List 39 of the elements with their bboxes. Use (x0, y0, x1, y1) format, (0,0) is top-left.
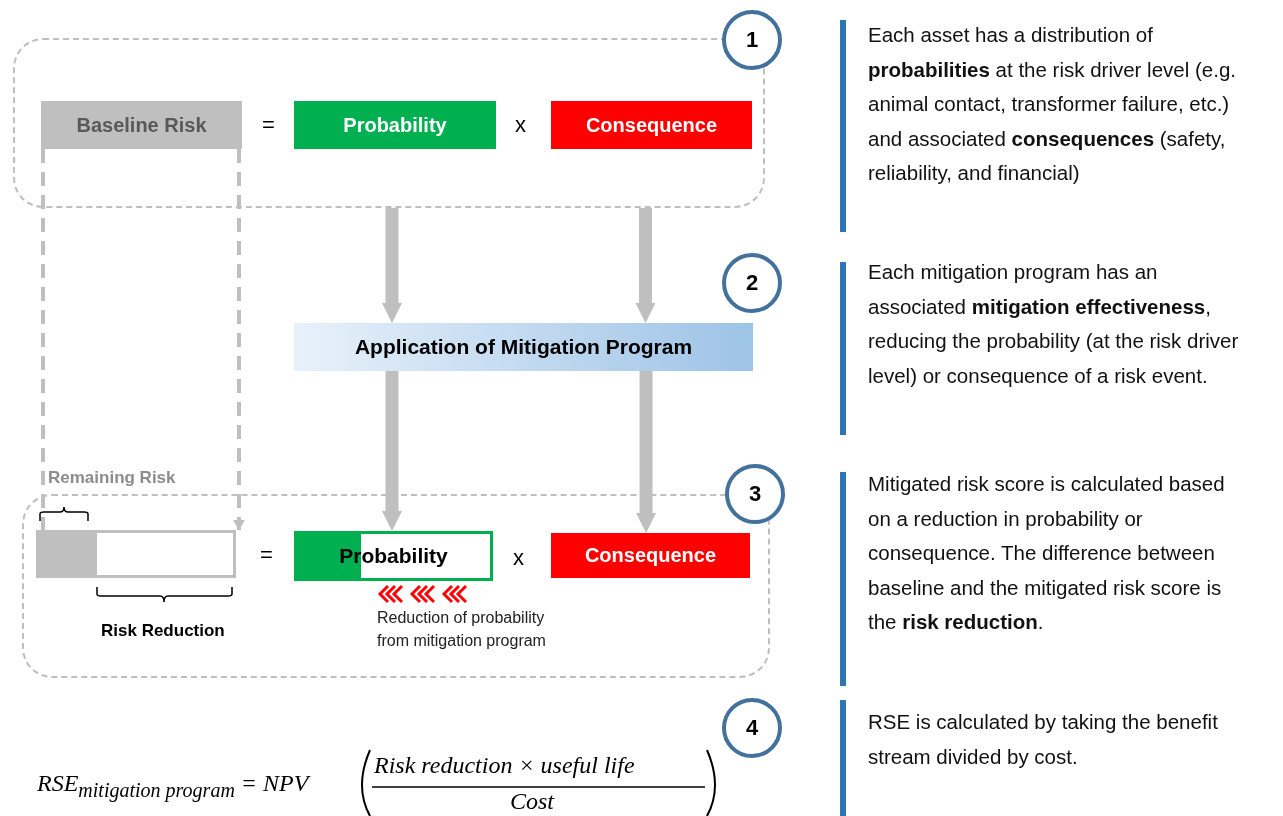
numerator-text: Risk reduction × useful life (374, 752, 635, 779)
annotation-text: Reduction of probability from mitigation program (377, 608, 547, 651)
remaining-risk-label: Remaining Risk (48, 468, 176, 488)
description-text: Each mitigation program has an associated mitigation effectiveness, reducing the probability (at the risk driver level) or consequence of a risk event. (868, 259, 1240, 389)
arrow (382, 371, 402, 531)
operator-sign: = (262, 112, 275, 138)
arrow (635, 208, 656, 323)
step-number: 1 (745, 27, 759, 53)
step-number-circle (725, 464, 785, 524)
box-label: Application of Mitigation Program (354, 335, 693, 359)
risk-reduction-label: Risk Reduction (101, 621, 225, 641)
arrow (636, 371, 657, 533)
consequence-box (551, 101, 752, 149)
box-label: Consequence (584, 544, 717, 567)
denominator-text: Cost (510, 788, 554, 815)
step-number-circle (722, 253, 782, 313)
formula-text: RSE$_{mitigation program}$ = NPV (37, 770, 309, 802)
remaining-risk-bar (36, 530, 236, 578)
step-number: 2 (745, 270, 759, 296)
step-number-circle (722, 698, 782, 758)
step-number: 4 (745, 715, 759, 741)
box-label: Consequence (585, 113, 718, 137)
operator-sign: x (513, 545, 524, 571)
operator-sign: x (515, 112, 526, 138)
probability-box (294, 101, 496, 149)
step-number: 3 (748, 481, 762, 507)
box-label: Probability (343, 113, 447, 137)
description-text: Each asset has a distribution of probabilities at the risk driver level (e.g. animal contact, transformer failure, etc.) and associated consequences (safety, reliability, and financial) (868, 22, 1237, 186)
dashed-guide-line (233, 149, 245, 530)
description-text: RSE is calculated by taking the benefit stream divided by cost. (868, 709, 1219, 770)
box-label: Baseline Risk (76, 113, 207, 137)
process-bar (294, 323, 753, 371)
step-number-circle (722, 10, 782, 70)
arrow (381, 208, 402, 323)
dashed-guide-line (41, 149, 45, 530)
operator-sign: = (260, 542, 273, 568)
consequence-box (551, 533, 750, 578)
description-text: Mitigated risk score is calculated based on a reduction in probability or consequence. The difference between baseline and the mitigated risk score is the risk reduction. (868, 471, 1226, 635)
baseline-risk-box (41, 101, 242, 149)
